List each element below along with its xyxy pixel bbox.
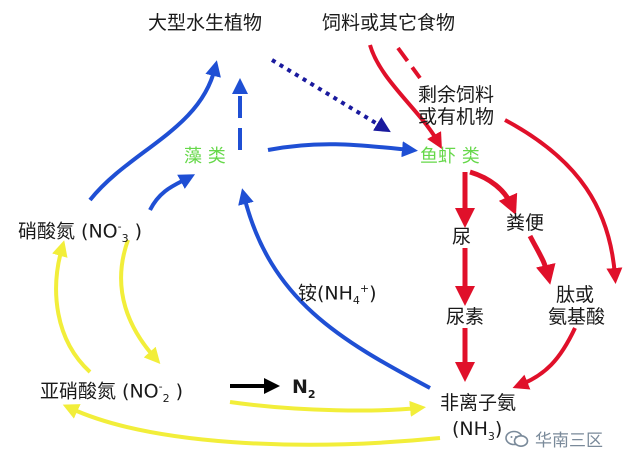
ammonium-label: 铵(NH4+) xyxy=(298,278,377,312)
leftover-label-1: 剩余饲料 xyxy=(418,84,495,106)
fish-shrimp-label: 鱼虾 类 xyxy=(420,146,480,167)
ammonium-sub: 4 xyxy=(352,294,360,308)
nitrite-sup: - xyxy=(158,380,163,393)
feces-label: 粪便 xyxy=(506,212,545,234)
arrow-fish-to-feces xyxy=(469,169,518,216)
ammonium-text: 铵(NH xyxy=(298,282,353,305)
peptide-label-2: 氨基酸 xyxy=(548,306,606,328)
urea-label: 尿素 xyxy=(446,306,485,328)
nitrite-text: 亚硝酸氮 (NO xyxy=(40,380,159,403)
arrow-nitrate-to-macrophyte xyxy=(88,60,221,202)
ammonium-sup: + xyxy=(359,282,370,295)
wechat-icon xyxy=(505,430,529,447)
arrow-feed-to-leftover-dashed xyxy=(396,46,422,80)
ammonia-label-2: (NH3) xyxy=(452,418,502,448)
watermark: 华南三区 xyxy=(505,426,603,451)
ammonia-label-1: 非离子氨 xyxy=(440,392,517,414)
nitrite-label: 亚硝酸氮 (NO-2 ) xyxy=(40,376,183,410)
arrow-feed-to-fish xyxy=(368,44,442,149)
ammonium-end: ) xyxy=(369,282,377,305)
macrophyte-label: 大型水生植物 xyxy=(148,12,263,34)
nitrate-sup: - xyxy=(117,220,122,233)
ammonia-sub: 3 xyxy=(487,429,495,443)
arrow-nitrite-to-nitrate xyxy=(52,240,92,374)
nitrate-text: 硝酸氮 (NO xyxy=(18,220,118,243)
n2-text: N xyxy=(292,376,308,398)
arrow-ammonia-to-nitrite xyxy=(62,404,441,447)
arrow-macrophyte-to-fish-dotted xyxy=(270,58,391,133)
arrow-nitrate-to-algae xyxy=(148,174,196,211)
leftover-label-2: 或有机物 xyxy=(418,106,495,128)
watermark-text: 华南三区 xyxy=(535,431,603,451)
arrow-nitrate-to-nitrite xyxy=(119,239,161,364)
n2-sub: 2 xyxy=(307,387,316,401)
nitrite-end: ) xyxy=(169,380,184,403)
arrow-algae-to-fish xyxy=(267,141,418,158)
nitrate-end: ) xyxy=(128,220,143,243)
nitrate-label: 硝酸氮 (NO-3 ) xyxy=(18,216,142,250)
n2-label: N2 xyxy=(292,376,316,406)
nitrate-sub: 3 xyxy=(121,232,129,246)
arrow-peptide-to-ammonia xyxy=(512,327,577,390)
arrow-ammonia-to-algae xyxy=(238,188,431,390)
arrow-leftover-to-peptide xyxy=(504,118,623,284)
nitrite-sub: 2 xyxy=(162,392,170,406)
algae-label: 藻 类 xyxy=(184,146,226,167)
ammonia-text: (NH xyxy=(452,418,488,440)
arrow-nitrite-to-ammonia xyxy=(229,400,426,417)
ammonia-end: ) xyxy=(494,418,503,440)
urine-label: 尿 xyxy=(452,226,472,248)
arrow-feces-to-peptide xyxy=(527,234,556,285)
feed-label: 饲料或其它食物 xyxy=(322,12,456,34)
peptide-label-1: 肽或 xyxy=(556,284,595,306)
